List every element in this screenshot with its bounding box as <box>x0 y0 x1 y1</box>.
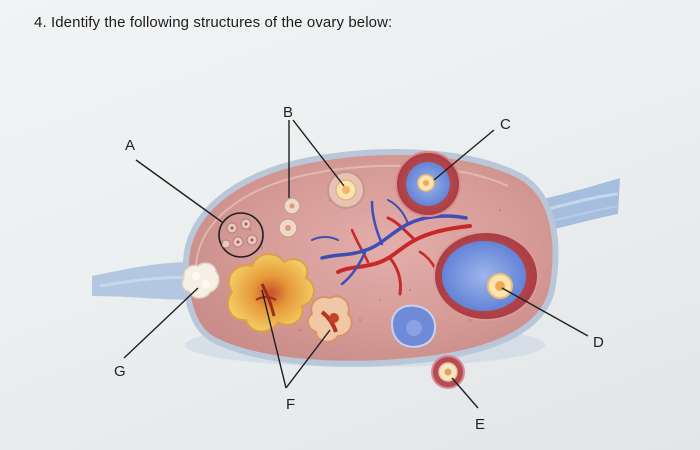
label-b: B <box>283 104 294 121</box>
leader-line-e <box>451 377 479 409</box>
corpus-luteum <box>227 253 315 333</box>
corpus-luteum-small <box>306 295 353 343</box>
leader-line-g <box>123 287 199 359</box>
ovulated-oocyte <box>431 355 465 389</box>
leader-line-d <box>501 287 589 337</box>
ruptured-follicle <box>390 304 436 348</box>
corpus-albicans <box>181 262 220 299</box>
leader-line-a <box>135 159 223 223</box>
secondary-follicle <box>327 171 365 209</box>
label-f: F <box>286 396 296 413</box>
graafian-follicle <box>433 231 539 321</box>
leader-line-f-left <box>261 289 287 389</box>
primordial-follicles <box>218 212 264 258</box>
leader-line-f-right <box>285 329 331 389</box>
primary-follicles <box>278 197 301 238</box>
leader-line-c <box>433 129 495 181</box>
label-e: E <box>475 416 486 433</box>
label-d: D <box>593 334 604 351</box>
vesicular-follicle-c <box>395 151 461 217</box>
leader-line-b-diagonal <box>292 119 345 187</box>
label-g: G <box>114 363 126 380</box>
label-c: C <box>500 116 511 133</box>
label-a: A <box>125 137 136 154</box>
question-text: 4. Identify the following structures of … <box>34 14 393 31</box>
leader-lines <box>123 119 589 409</box>
